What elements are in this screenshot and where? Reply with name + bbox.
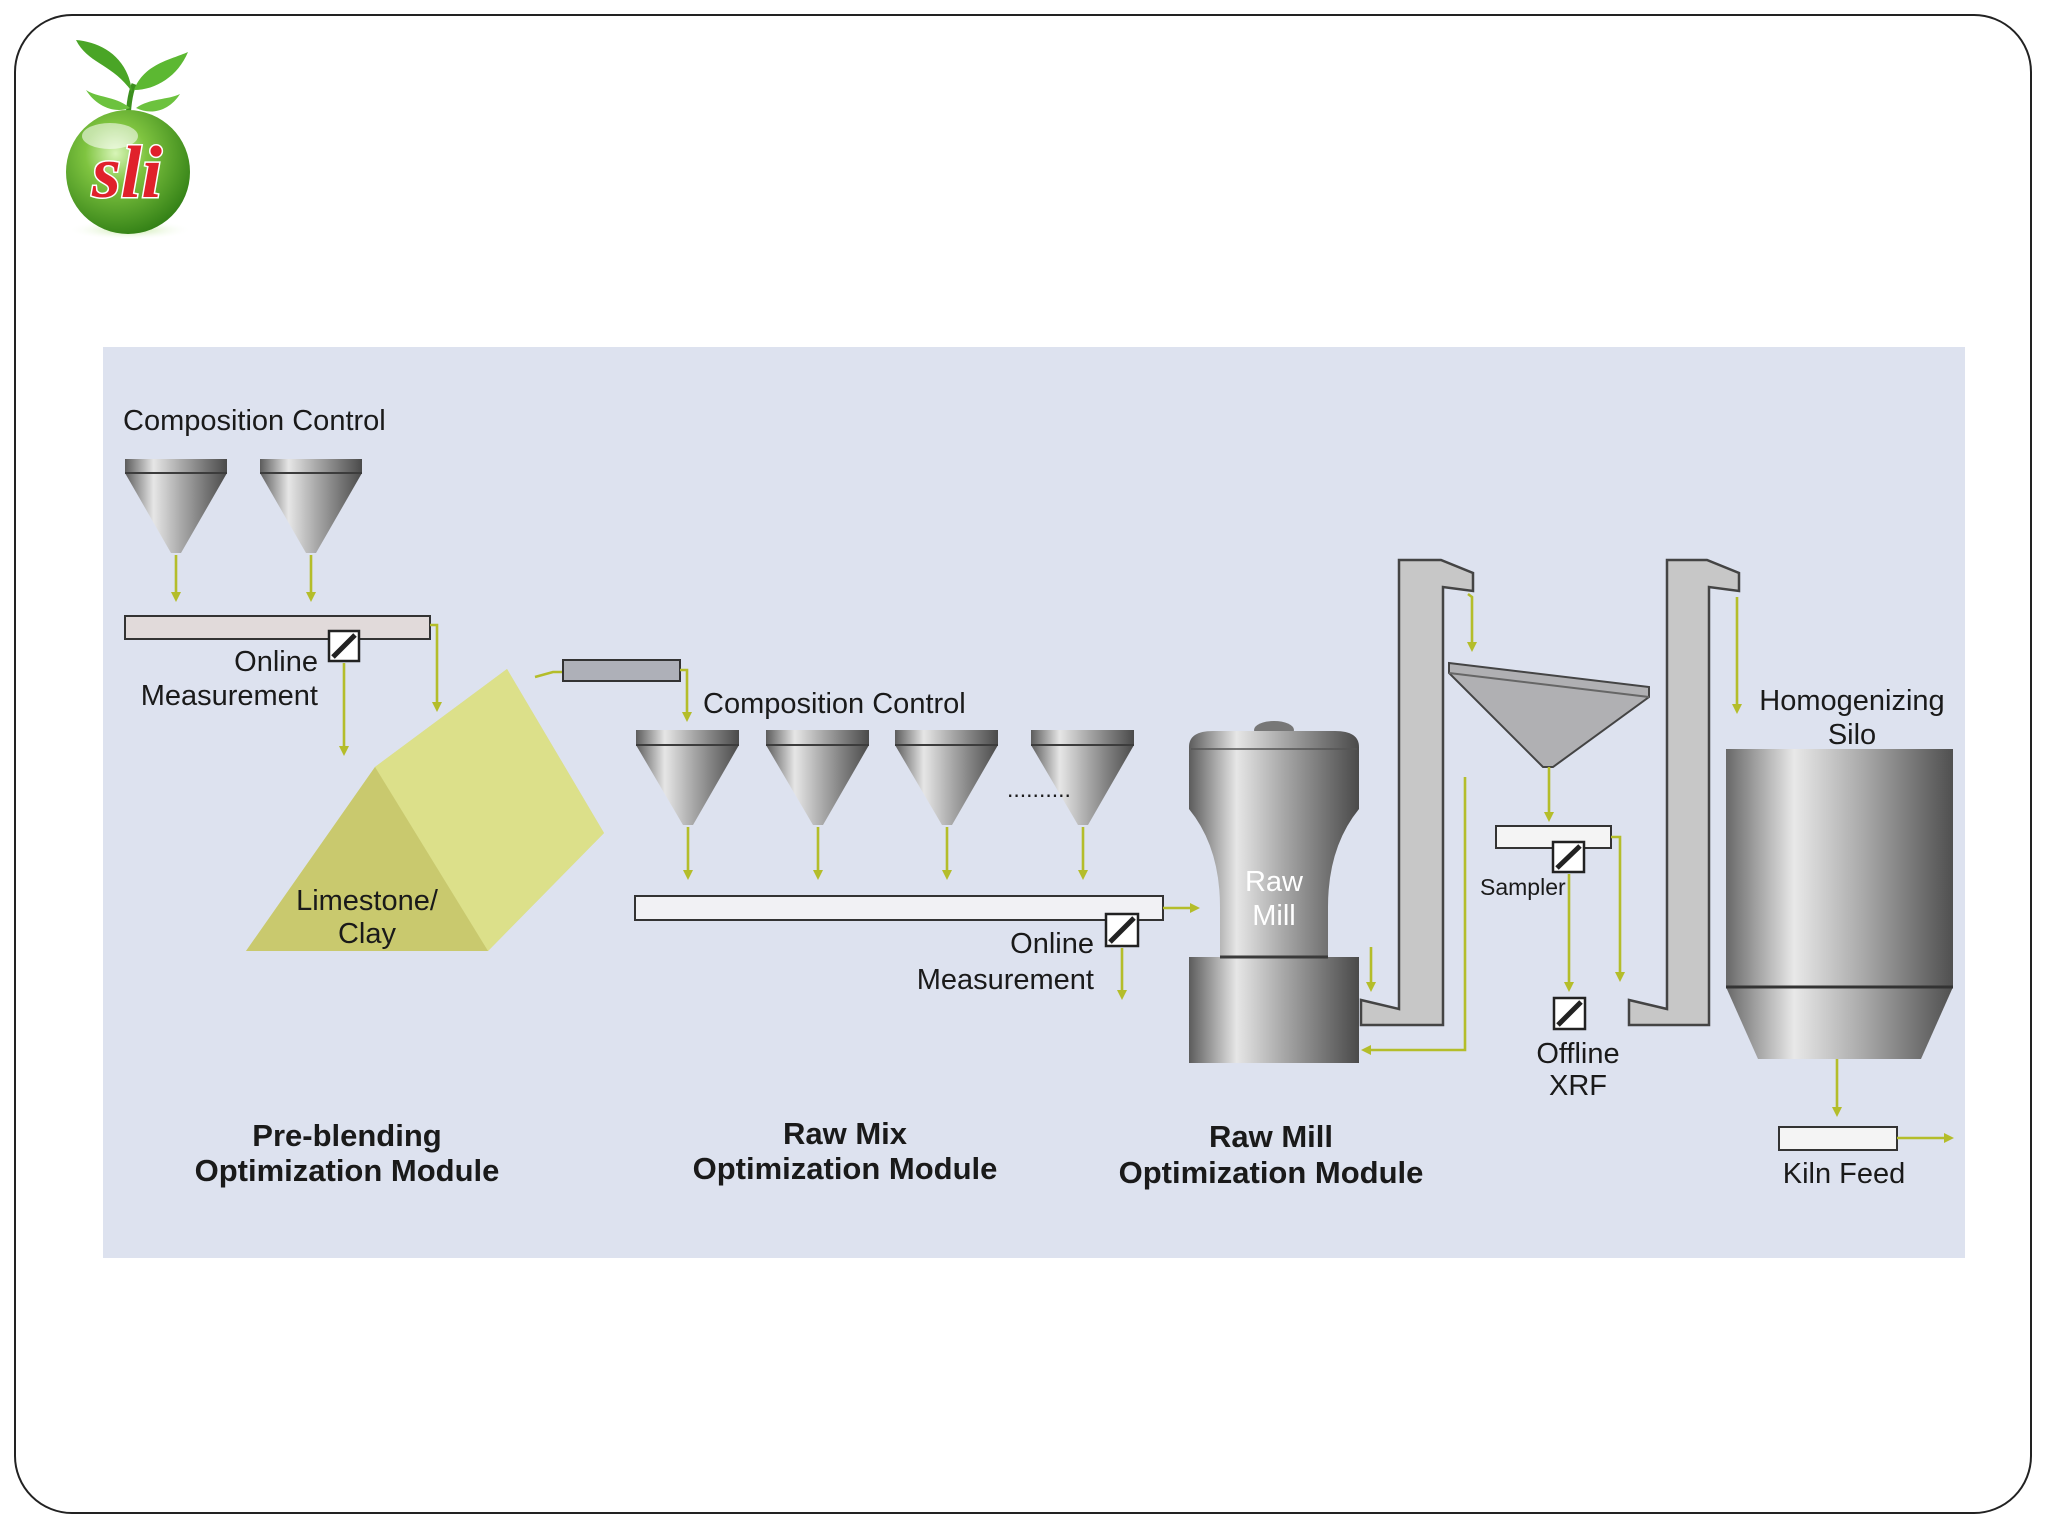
conveyor-belt-1: [124, 615, 431, 640]
conveyor-belt-2: [634, 895, 1164, 921]
sampler-analyzer-icon: [1551, 840, 1586, 874]
online-measurement-label-2: Online: [1010, 928, 1094, 960]
silo-label-b: Silo: [1828, 719, 1876, 751]
raw-mix-hopper-4: [1031, 730, 1134, 825]
stockpile-label: Limestone/: [296, 885, 439, 917]
composition-control-label-1: Composition Control: [123, 405, 386, 437]
offline-xrf-label: Offline: [1536, 1038, 1619, 1070]
online-measurement-label-1b: Measurement: [141, 680, 318, 712]
raw-mill-label: Raw: [1245, 866, 1304, 898]
offline-xrf-icon: [1552, 996, 1587, 1031]
raw-mill-label-b: Mill: [1252, 900, 1296, 932]
raw-mix-hopper-1: [636, 730, 739, 825]
flow-arrow: [680, 668, 692, 722]
feed-hopper-2: [260, 459, 362, 553]
flow-arrow: [1611, 835, 1625, 982]
sampler-label: Sampler: [1480, 874, 1566, 900]
module-title-rawmix: Raw Mix: [783, 1116, 908, 1151]
offline-xrf-label-b: XRF: [1549, 1070, 1607, 1102]
homogenizing-silo: [1726, 749, 1953, 1059]
bucket-elevator-2: [1627, 558, 1741, 1027]
online-measurement-label-1: Online: [234, 646, 318, 678]
flow-arrow: [1467, 592, 1477, 652]
flow-arrow-recycle: [1361, 777, 1467, 1055]
process-diagram: Composition Control Online Measurement L…: [103, 347, 1965, 1258]
kiln-feed-conveyor: [1778, 1126, 1898, 1151]
online-analyzer-icon: [327, 629, 361, 663]
feed-hopper-1: [125, 459, 227, 553]
online-analyzer-icon-2: [1104, 912, 1140, 948]
bucket-elevator-1: [1359, 558, 1475, 1027]
kiln-feed-label: Kiln Feed: [1783, 1158, 1906, 1190]
limestone-clay-stockpile: [246, 669, 604, 951]
more-hoppers-dots: ..........: [1007, 776, 1071, 802]
reclaimer-conveyor: [562, 659, 681, 682]
flow-arrow: [430, 623, 442, 712]
raw-mill: [1189, 721, 1359, 1063]
module-subtitle-preblending: Optimization Module: [195, 1153, 500, 1188]
silo-label: Homogenizing: [1759, 685, 1944, 717]
stockpile-label-b: Clay: [338, 918, 397, 950]
composition-control-label-2: Composition Control: [703, 688, 966, 720]
module-title-rawmill: Raw Mill: [1209, 1119, 1333, 1154]
module-subtitle-rawmill: Optimization Module: [1119, 1155, 1424, 1190]
online-measurement-label-2b: Measurement: [917, 964, 1094, 996]
separator-cyclone: [1448, 661, 1650, 768]
raw-mix-hopper-2: [766, 730, 869, 825]
company-logo: sli: [58, 34, 208, 244]
raw-mix-hopper-3: [895, 730, 998, 825]
module-subtitle-rawmix: Optimization Module: [693, 1151, 998, 1186]
plant-globe-logo-icon: sli: [66, 40, 192, 240]
module-title-preblending: Pre-blending: [252, 1118, 441, 1153]
logo-text: sli: [91, 132, 162, 214]
